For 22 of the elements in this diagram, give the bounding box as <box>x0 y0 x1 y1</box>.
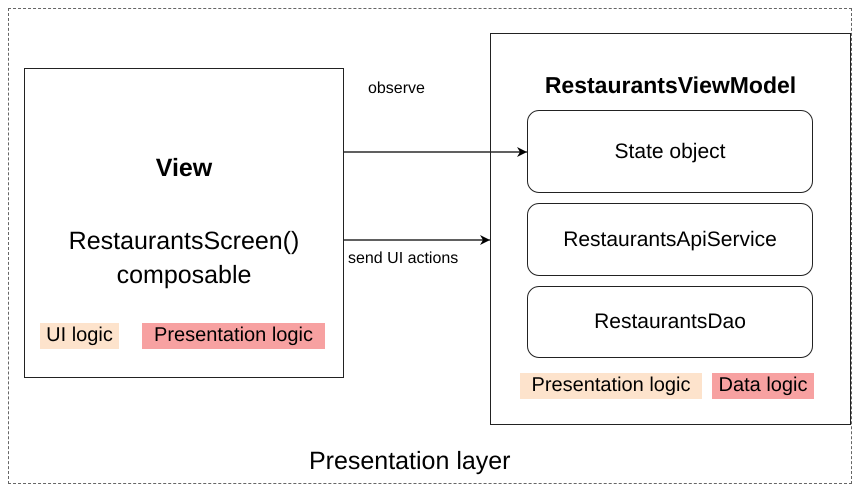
layer-title: Presentation layer <box>309 447 511 476</box>
component-box <box>24 68 344 378</box>
rounded-box <box>527 286 813 358</box>
arrow <box>344 147 527 157</box>
component-title: RestaurantsViewModel <box>544 72 798 99</box>
tag-label: Data logic <box>718 374 808 397</box>
highlight-tag <box>520 373 702 399</box>
arrow <box>344 235 490 245</box>
component-label: RestaurantsApiService <box>562 228 778 252</box>
component-label: RestaurantsDao <box>593 310 747 334</box>
tag-label: Presentation logic <box>153 324 314 347</box>
highlight-tag <box>40 323 119 349</box>
rounded-box <box>527 110 813 193</box>
component-description: RestaurantsScreen() composable <box>68 226 300 291</box>
rounded-box <box>527 203 813 276</box>
tag-label: UI logic <box>45 324 114 347</box>
component-label: State object <box>614 140 726 164</box>
tag-label: Presentation logic <box>530 374 692 397</box>
component-title: View <box>154 154 214 183</box>
component-box <box>490 33 851 425</box>
highlight-tag <box>142 323 325 349</box>
highlight-tag <box>712 373 814 399</box>
